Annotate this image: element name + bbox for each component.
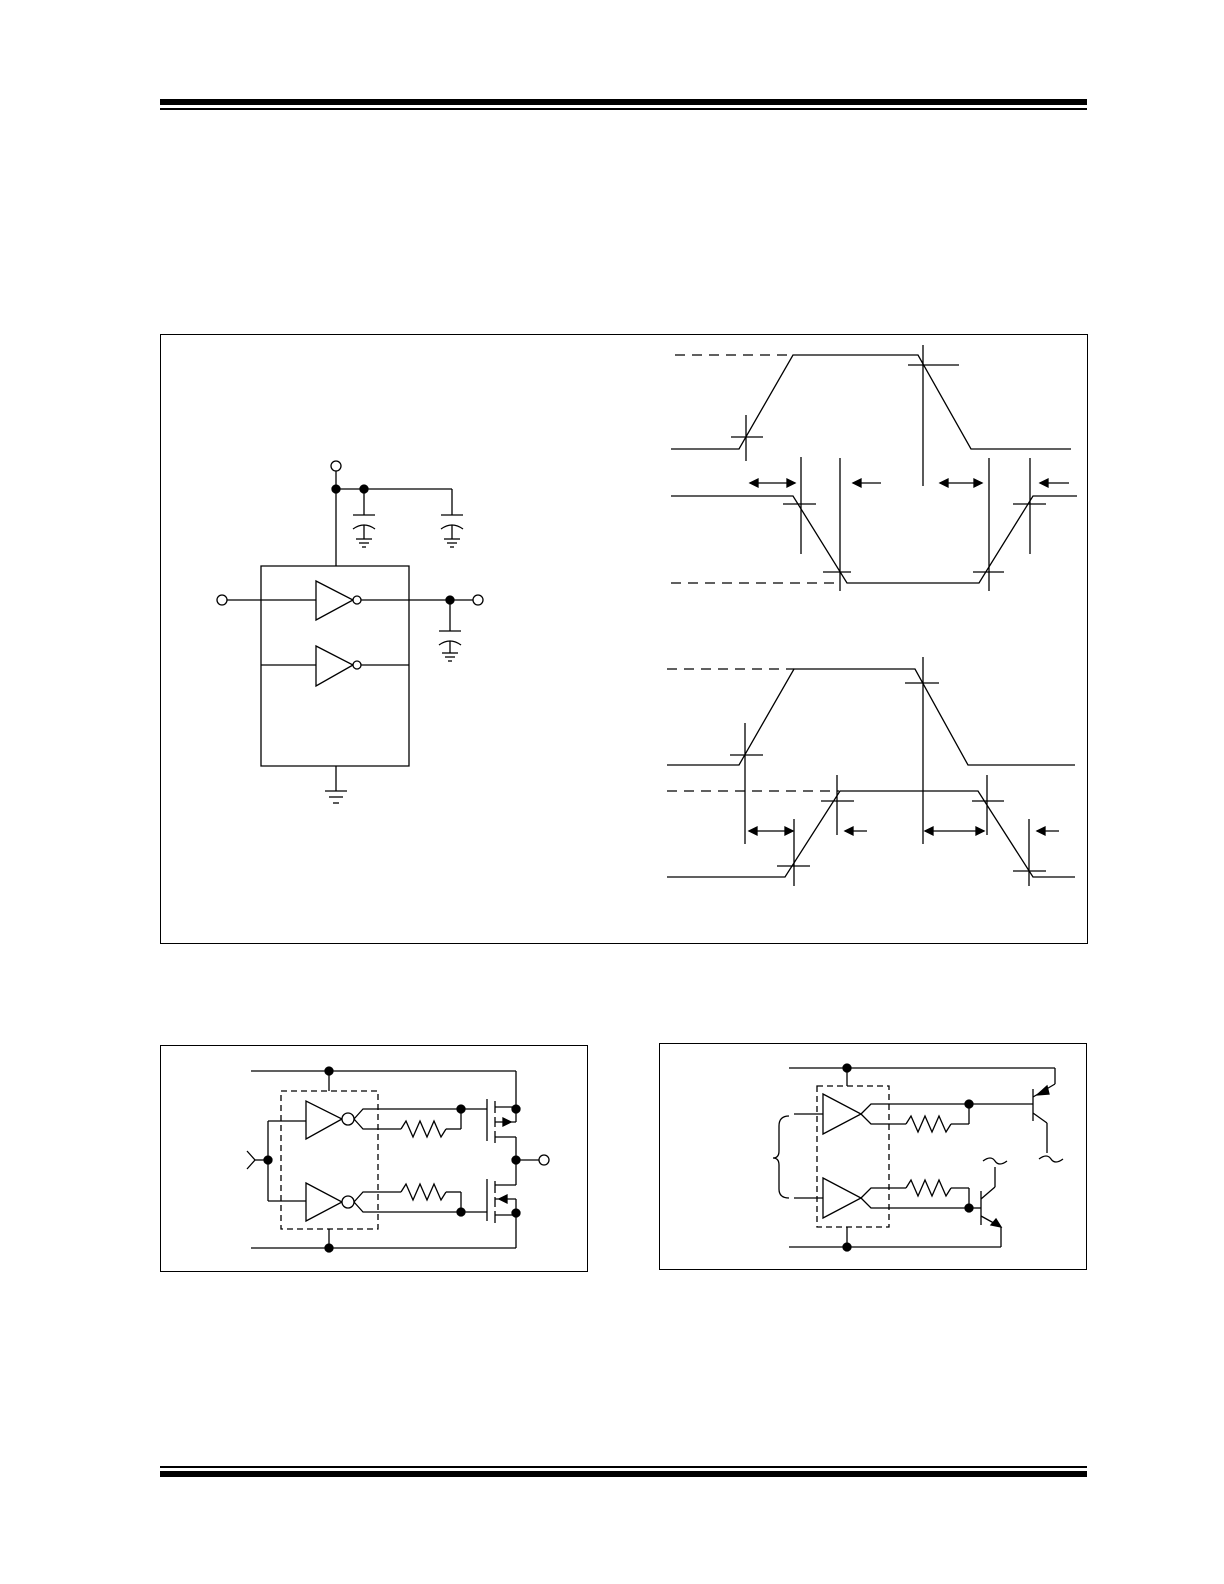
header-rule-thick [160,99,1087,105]
output-waveform [671,496,1077,583]
inverter-icon [306,1183,354,1221]
driver-ic-body [261,566,409,766]
test-circuit-figure [160,334,1088,944]
header-rule-thin [160,108,1087,110]
bipolar-driver-figure [659,1043,1087,1270]
timing-diagram-inverting [671,345,1077,591]
ground-icon [356,539,372,547]
npn-icon [969,1158,1007,1247]
bipolar-driver-drawing [660,1044,1088,1271]
inverter-icon [316,581,361,620]
junction-dot-icon [512,1105,520,1113]
input-terminal-icon [217,595,227,605]
inverter-icon [316,646,361,686]
input-waveform [671,355,1071,449]
ground-icon [325,791,347,803]
resistor-icon [906,1116,951,1132]
input-arrow-icon [247,1151,255,1169]
inverter-icon [306,1101,354,1139]
input-waveform [667,669,1075,765]
pnp-icon [969,1068,1063,1162]
footer-rule-thick [160,1471,1087,1477]
output-waveform [667,791,1075,877]
junction-dot-icon [512,1209,520,1217]
load-capacitor-icon [439,600,461,653]
ground-icon [444,539,460,547]
ground-icon [442,653,458,661]
output-terminal-icon [473,595,483,605]
bypass-capacitor-2-icon [441,489,463,539]
nmos-icon [461,1179,516,1223]
buffer-icon [823,1178,861,1218]
bypass-capacitor-1-icon [353,489,375,539]
mosfet-driver-drawing [161,1046,589,1273]
buffer-icon [823,1094,861,1134]
resistor-icon [401,1121,446,1137]
timing-diagram-noninverting [667,657,1075,886]
pmos-icon [461,1099,516,1143]
resistor-icon [906,1180,951,1196]
supply-terminal-icon [331,461,341,471]
resistor-icon [401,1184,446,1200]
driver-ic-outline [817,1086,889,1227]
test-circuit-figure-drawing [161,335,1089,945]
mosfet-driver-figure [160,1045,588,1272]
driver-ic-outline [281,1091,378,1229]
output-terminal-icon [539,1155,549,1165]
footer-rule-thin [160,1466,1087,1468]
junction-dot-icon [332,485,340,493]
input-brace-icon [773,1116,789,1198]
